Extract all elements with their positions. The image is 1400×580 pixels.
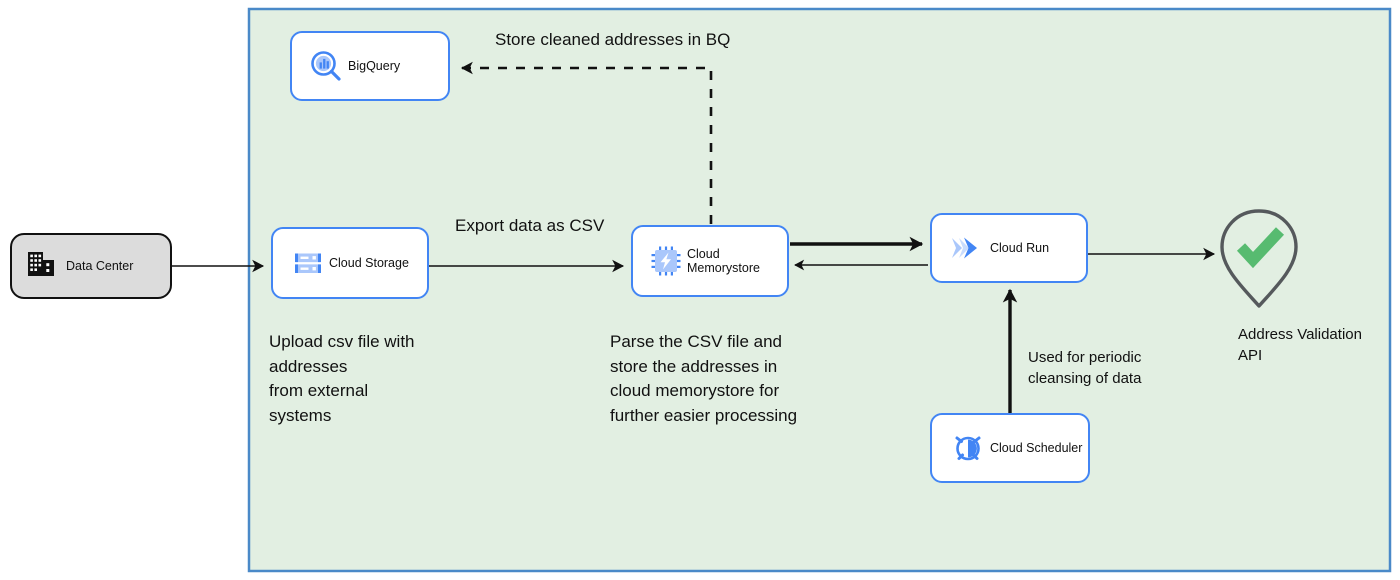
edge-label-export-csv: Export data as CSV	[455, 216, 605, 235]
building-icon	[26, 249, 66, 284]
gcp-project-boundary	[247, 7, 1392, 573]
map-pin-check-icon	[1220, 209, 1298, 308]
address-validation-api-label: Address Validation API	[1238, 326, 1362, 364]
node-label: Cloud Run	[990, 241, 1050, 255]
bigquery-icon	[304, 49, 348, 83]
node-cloud-memorystore[interactable]: Cloud Memorystore	[631, 225, 789, 297]
node-bigquery[interactable]: BigQuery	[290, 31, 450, 101]
cloud-scheduler-icon	[946, 432, 990, 464]
node-label: BigQuery	[348, 59, 401, 73]
edge-label-store-cleaned: Store cleaned addresses in BQ	[495, 30, 731, 49]
node-cloud-scheduler[interactable]: Cloud Scheduler	[930, 413, 1090, 483]
node-cloud-storage[interactable]: Cloud Storage	[271, 227, 429, 299]
node-label: Cloud Scheduler	[990, 441, 1083, 455]
cloud-storage-icon	[287, 248, 329, 278]
annotation-scheduler: Used for periodic cleansing of data	[1028, 349, 1142, 387]
node-label: Cloud Memorystore	[687, 247, 760, 275]
cloud-run-icon	[944, 233, 990, 263]
cloud-memorystore-icon	[645, 245, 687, 277]
node-cloud-run[interactable]: Cloud Run	[930, 213, 1088, 283]
annotation-parse: Parse the CSV file and store the address…	[610, 332, 798, 425]
node-label: Cloud Storage	[329, 256, 409, 270]
node-label: Data Center	[66, 259, 134, 273]
node-data-center[interactable]: Data Center	[10, 233, 172, 299]
annotation-upload: Upload csv file with addresses from exte…	[269, 332, 415, 425]
